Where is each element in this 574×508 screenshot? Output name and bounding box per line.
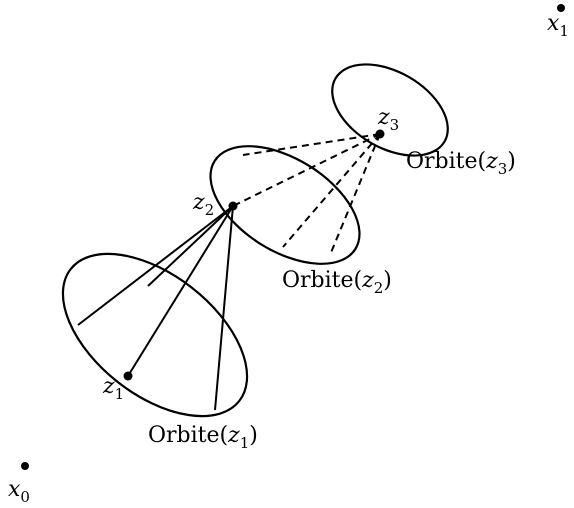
dashed-z3-to-orbit2-c [282,133,381,248]
label-orbit-z2: Orbite(z2) [282,268,392,297]
point-x0 [21,462,29,470]
label-orbit-z3: Orbite(z3) [406,149,516,178]
label-orbit-z1: Orbite(z1) [148,423,258,452]
orbit-ellipse-z2 [209,145,361,265]
dashed-z3-to-orbit2-b [232,133,381,207]
label-x0: x0 [8,477,30,506]
orbit-ellipse-z3 [331,63,449,157]
point-z3 [375,129,385,139]
label-z2: z2 [192,190,214,219]
label-x1: x1 [547,11,569,40]
chord-z2-to-orbit1-a [147,205,234,287]
point-x1 [557,4,565,12]
point-z2 [228,201,238,211]
point-z1 [123,371,133,381]
dashed-z3-to-orbit2-a [242,133,381,156]
chord-z2-to-orbit1-c [127,205,234,377]
label-z3: z3 [377,105,399,134]
chord-z2-to-orbit1-b [77,205,234,326]
dashed-z3-to-orbit2-d [329,133,381,256]
label-z1: z1 [102,374,124,403]
chord-z2-to-orbit1-d [214,205,234,411]
orbit-ellipse-z1 [61,252,249,418]
